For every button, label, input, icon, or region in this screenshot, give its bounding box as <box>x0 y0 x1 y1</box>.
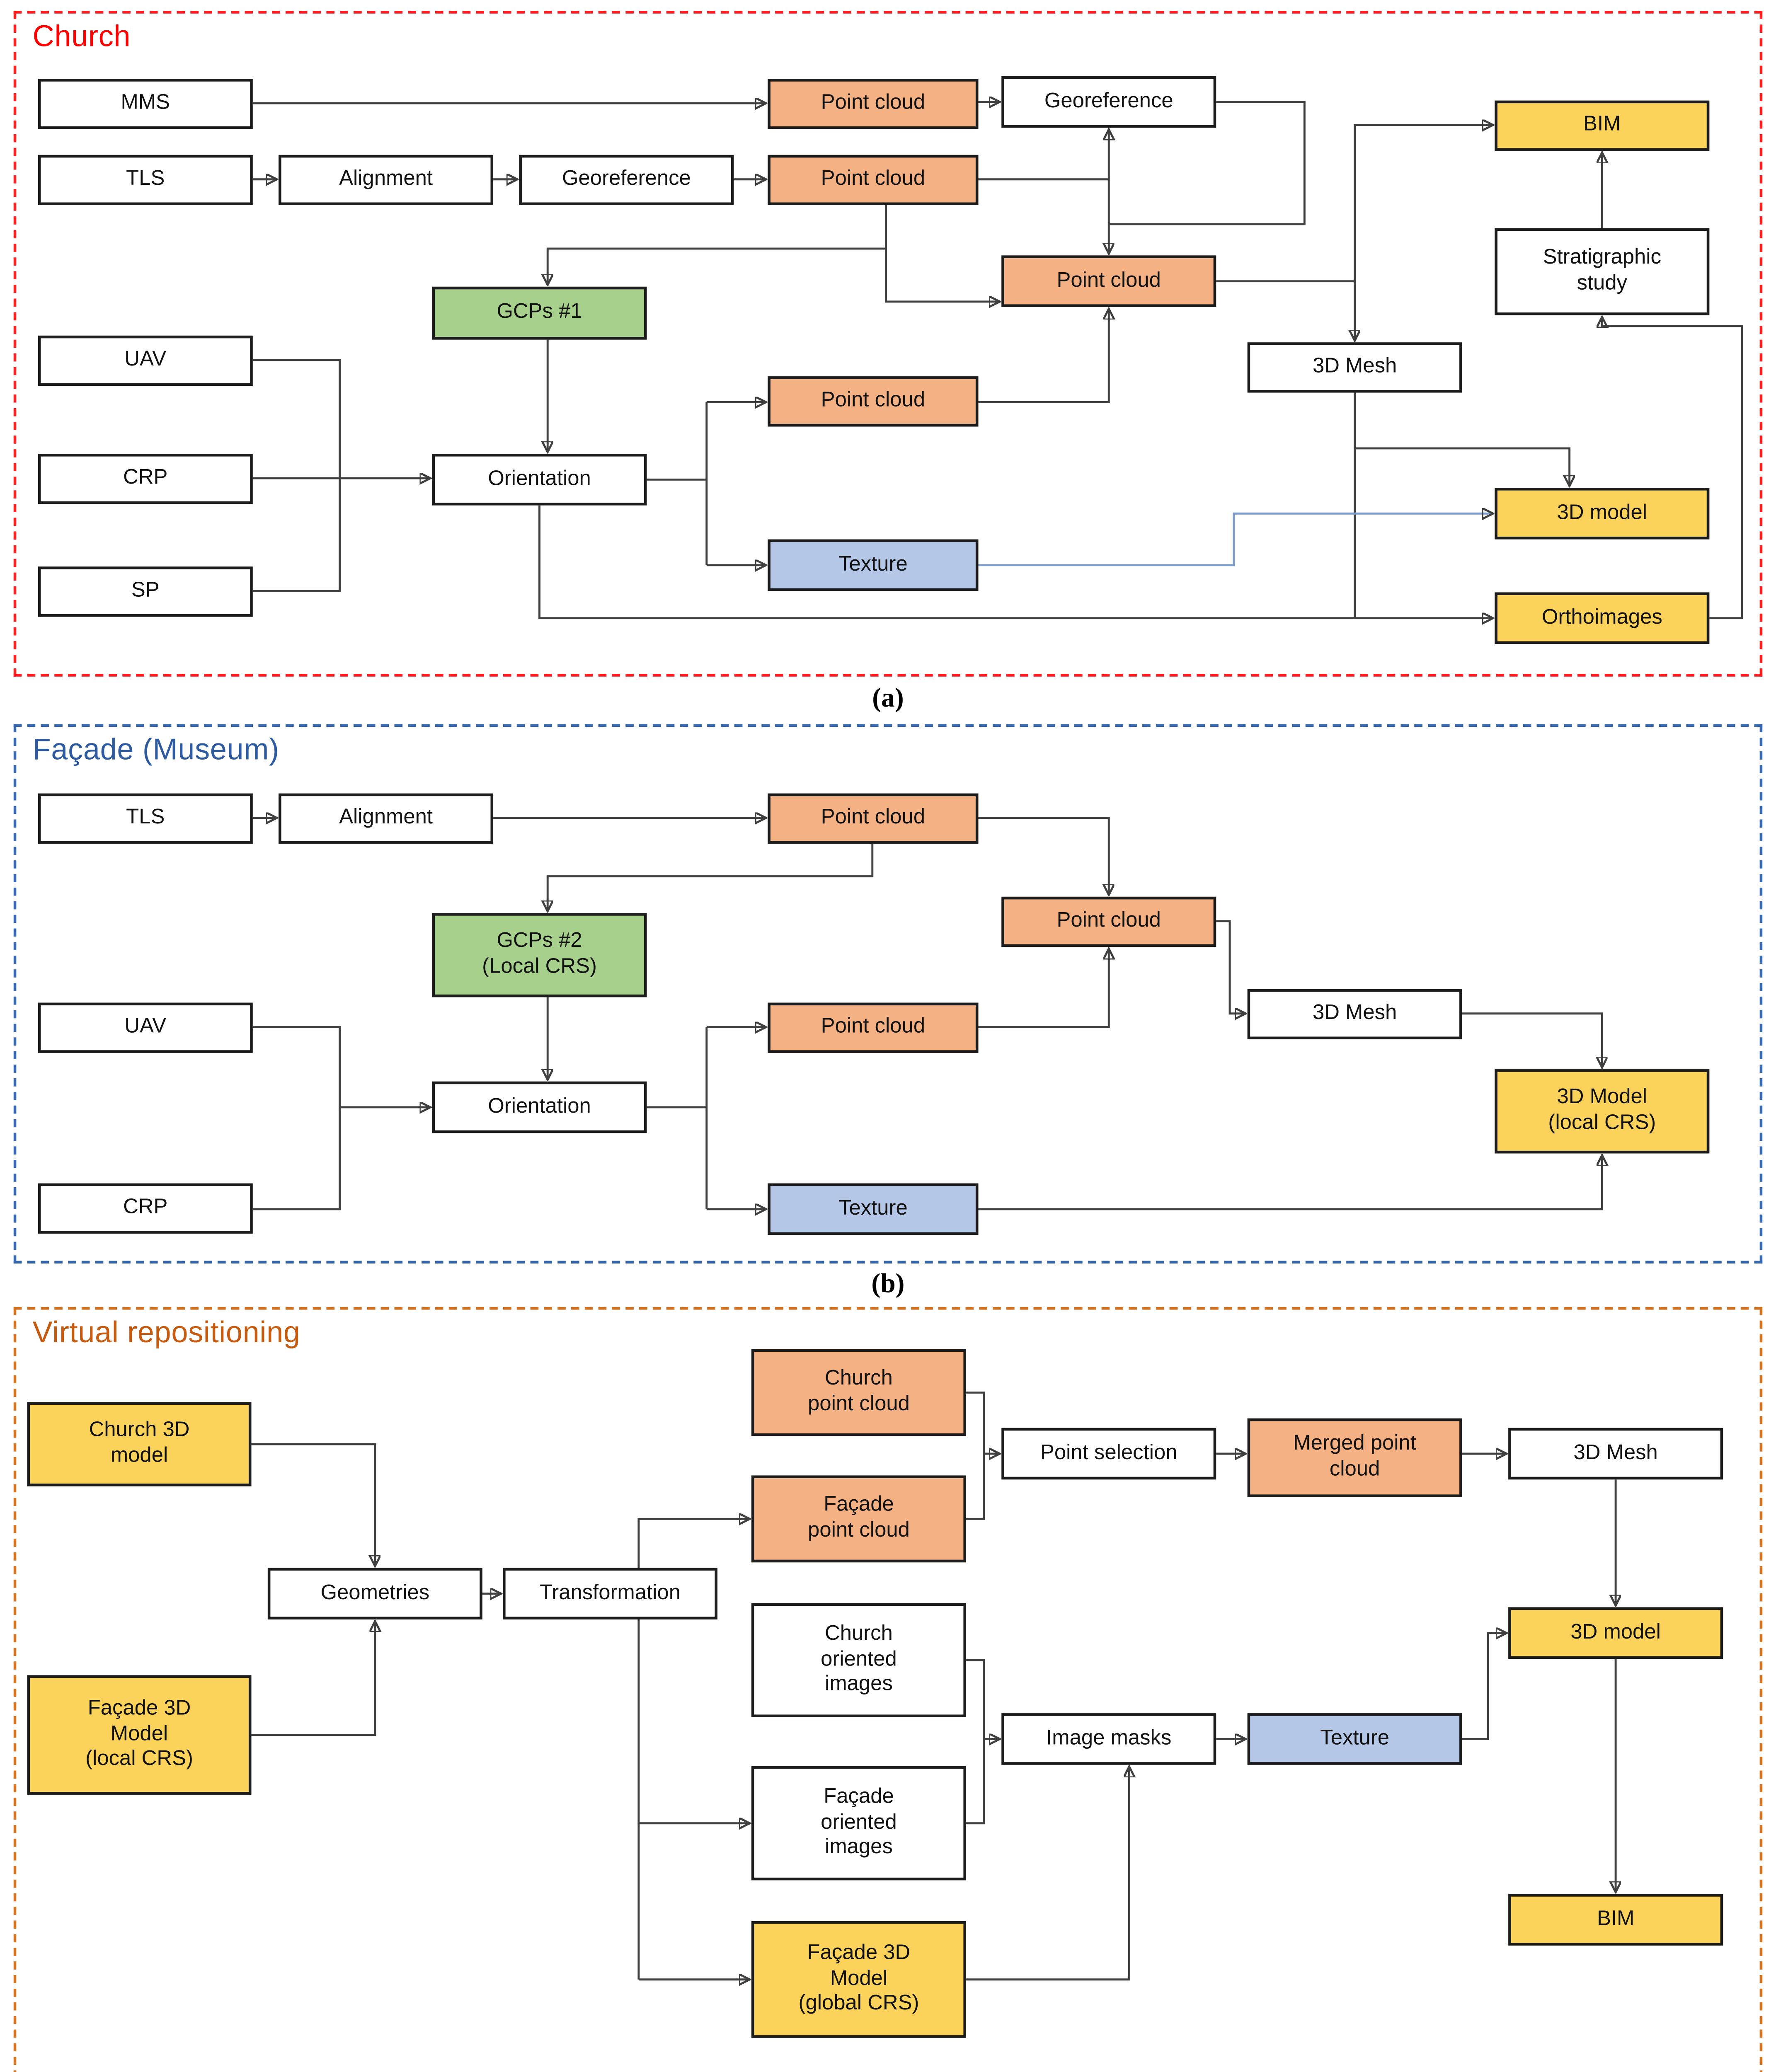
node-c-image-masks: Image masks <box>1001 1713 1216 1765</box>
node-b-3d-model-local-crs: 3D Model (local CRS) <box>1495 1069 1710 1154</box>
node-a-3d-model: 3D model <box>1495 487 1710 540</box>
node-b-alignment: Alignment <box>279 793 494 844</box>
node-c-facade-point-cloud: Façade point cloud <box>751 1475 967 1563</box>
node-a-georeference-mms: Georeference <box>1001 76 1216 128</box>
node-b-point-cloud-photo: Point cloud <box>768 1002 979 1053</box>
node-a-bim: BIM <box>1495 100 1710 151</box>
caption-b: (b) <box>871 1269 905 1299</box>
node-b-crp: CRP <box>38 1183 253 1234</box>
panel-facade-museum: Façade (Museum) <box>13 724 1763 1264</box>
panel-church: Church <box>13 11 1763 677</box>
node-a-point-cloud-mms: Point cloud <box>768 79 979 129</box>
node-c-facade-oriented-images: Façade oriented images <box>751 1766 967 1881</box>
node-a-gcps-1: GCPs #1 <box>432 286 647 340</box>
node-a-point-cloud-merged: Point cloud <box>1001 255 1216 307</box>
node-c-transformation: Transformation <box>503 1568 718 1619</box>
node-c-3d-mesh: 3D Mesh <box>1508 1428 1723 1480</box>
node-b-point-cloud-tls: Point cloud <box>768 793 979 844</box>
node-c-texture: Texture <box>1247 1713 1462 1765</box>
node-a-alignment: Alignment <box>279 155 494 206</box>
node-b-texture: Texture <box>768 1183 979 1235</box>
panel-church-title: Church <box>32 19 131 53</box>
panel-virtual-repositioning: Virtual repositioning <box>13 1307 1763 2072</box>
node-c-merged-point-cloud: Merged point cloud <box>1247 1418 1462 1497</box>
node-c-3d-model: 3D model <box>1508 1607 1723 1659</box>
node-c-church-3d-model: Church 3D model <box>27 1402 252 1486</box>
node-c-point-selection: Point selection <box>1001 1428 1216 1480</box>
node-a-point-cloud-tls: Point cloud <box>768 155 979 206</box>
node-c-geometries: Geometries <box>267 1568 482 1619</box>
caption-a: (a) <box>872 683 904 714</box>
node-a-texture: Texture <box>768 539 979 591</box>
node-c-church-oriented-images: Church oriented images <box>751 1603 967 1718</box>
node-c-facade-3d-model-local: Façade 3D Model (local CRS) <box>27 1675 252 1795</box>
node-b-gcps-2: GCPs #2 (Local CRS) <box>432 913 647 997</box>
node-a-mms: MMS <box>38 79 253 129</box>
node-a-3d-mesh: 3D Mesh <box>1247 342 1462 393</box>
node-a-point-cloud-photo: Point cloud <box>768 376 979 427</box>
panel-virtual-repositioning-title: Virtual repositioning <box>32 1315 300 1349</box>
node-b-3d-mesh: 3D Mesh <box>1247 989 1462 1040</box>
panel-facade-museum-title: Façade (Museum) <box>32 732 279 767</box>
node-b-point-cloud-merged: Point cloud <box>1001 896 1216 947</box>
node-b-tls: TLS <box>38 793 253 844</box>
node-a-crp: CRP <box>38 454 253 504</box>
node-a-orientation: Orientation <box>432 454 647 506</box>
node-c-facade-3d-model-global: Façade 3D Model (global CRS) <box>751 1921 967 2038</box>
node-c-church-point-cloud: Church point cloud <box>751 1349 967 1436</box>
node-a-tls: TLS <box>38 155 253 206</box>
node-a-stratigraphic-study: Stratigraphic study <box>1495 228 1710 315</box>
node-a-georeference-tls: Georeference <box>519 155 734 206</box>
node-b-uav: UAV <box>38 1002 253 1053</box>
node-a-sp: SP <box>38 566 253 617</box>
node-a-orthoimages: Orthoimages <box>1495 592 1710 644</box>
node-c-bim: BIM <box>1508 1894 1723 1946</box>
node-a-uav: UAV <box>38 335 253 386</box>
node-b-orientation: Orientation <box>432 1081 647 1133</box>
